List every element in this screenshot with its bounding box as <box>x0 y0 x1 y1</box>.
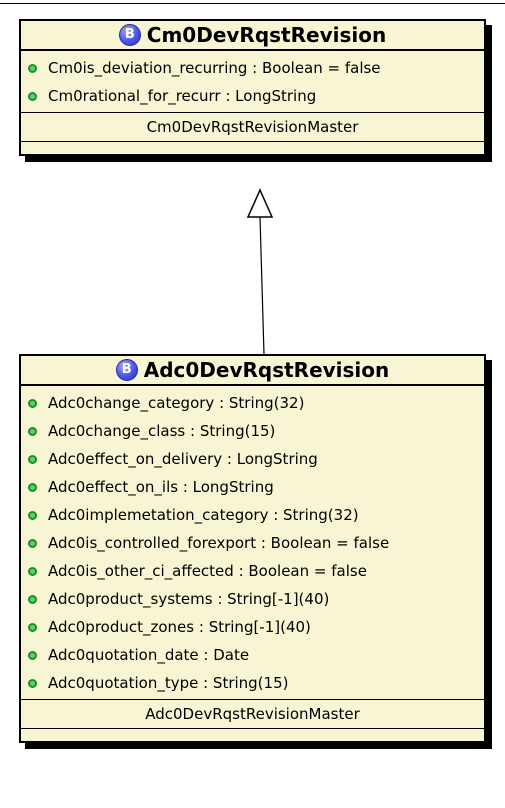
attribute-row[interactable]: Adc0quotation_type : String(15) <box>21 669 484 697</box>
attribute-list: Adc0change_category : String(32) Adc0cha… <box>21 386 484 699</box>
attribute-row[interactable]: Cm0is_deviation_recurring : Boolean = fa… <box>21 54 484 82</box>
attribute-icon <box>28 398 37 408</box>
top-border-line <box>0 3 505 4</box>
attribute-label: Adc0implemetation_category : String(32) <box>48 506 359 524</box>
attribute-row[interactable]: Adc0change_class : String(15) <box>21 417 484 445</box>
attribute-icon <box>28 63 37 73</box>
section-divider <box>21 699 484 700</box>
attribute-row[interactable]: Adc0effect_on_delivery : LongString <box>21 445 484 473</box>
attribute-label: Adc0product_systems : String[-1](40) <box>48 590 330 608</box>
attribute-icon <box>28 594 37 604</box>
empty-operations-section <box>21 728 484 741</box>
attribute-icon <box>28 91 37 101</box>
attribute-row[interactable]: Adc0implemetation_category : String(32) <box>21 501 484 529</box>
attribute-label: Adc0effect_on_ils : LongString <box>48 478 274 496</box>
attribute-row[interactable]: Adc0product_systems : String[-1](40) <box>21 585 484 613</box>
attribute-row[interactable]: Adc0change_category : String(32) <box>21 389 484 417</box>
class-cm0devrqstrevision[interactable]: B Cm0DevRqstRevision Cm0is_deviation_rec… <box>19 19 486 156</box>
attribute-label: Cm0rational_for_recurr : LongString <box>48 87 317 105</box>
attribute-label: Adc0quotation_date : Date <box>48 646 250 664</box>
attribute-row[interactable]: Adc0product_zones : String[-1](40) <box>21 613 484 641</box>
attribute-label: Adc0change_class : String(15) <box>48 422 276 440</box>
class-badge-icon: B <box>118 24 141 46</box>
section-divider <box>21 112 484 113</box>
class-adc0devrqstrevision[interactable]: B Adc0DevRqstRevision Adc0change_categor… <box>19 354 486 743</box>
attribute-icon <box>28 482 37 492</box>
attribute-icon <box>28 566 37 576</box>
attribute-icon <box>28 650 37 660</box>
attribute-icon <box>28 426 37 436</box>
master-reference: Adc0DevRqstRevisionMaster <box>145 705 360 723</box>
class-header: B Cm0DevRqstRevision <box>21 21 484 51</box>
attribute-row[interactable]: Adc0is_controlled_forexport : Boolean = … <box>21 529 484 557</box>
generalization-arrowhead-icon <box>246 188 274 218</box>
master-reference: Cm0DevRqstRevisionMaster <box>146 118 359 136</box>
empty-operations-section <box>21 141 484 154</box>
attribute-label: Adc0effect_on_delivery : LongString <box>48 450 318 468</box>
attribute-label: Adc0is_other_ci_affected : Boolean = fal… <box>48 562 367 580</box>
class-name: Adc0DevRqstRevision <box>143 358 390 382</box>
attribute-label: Cm0is_deviation_recurring : Boolean = fa… <box>48 59 381 77</box>
attribute-label: Adc0is_controlled_forexport : Boolean = … <box>48 534 390 552</box>
class-header: B Adc0DevRqstRevision <box>21 356 484 386</box>
class-name: Cm0DevRqstRevision <box>146 23 387 47</box>
attribute-icon <box>28 678 37 688</box>
class-badge-icon: B <box>115 359 138 381</box>
generalization-line <box>259 216 265 355</box>
attribute-row[interactable]: Cm0rational_for_recurr : LongString <box>21 82 484 110</box>
attribute-row[interactable]: Adc0effect_on_ils : LongString <box>21 473 484 501</box>
attribute-icon <box>28 538 37 548</box>
attribute-icon <box>28 622 37 632</box>
attribute-icon <box>28 510 37 520</box>
attribute-label: Adc0product_zones : String[-1](40) <box>48 618 311 636</box>
attribute-row[interactable]: Adc0is_other_ci_affected : Boolean = fal… <box>21 557 484 585</box>
attribute-icon <box>28 454 37 464</box>
attribute-label: Adc0change_category : String(32) <box>48 394 305 412</box>
attribute-label: Adc0quotation_type : String(15) <box>48 674 289 692</box>
attribute-row[interactable]: Adc0quotation_date : Date <box>21 641 484 669</box>
attribute-list: Cm0is_deviation_recurring : Boolean = fa… <box>21 51 484 112</box>
